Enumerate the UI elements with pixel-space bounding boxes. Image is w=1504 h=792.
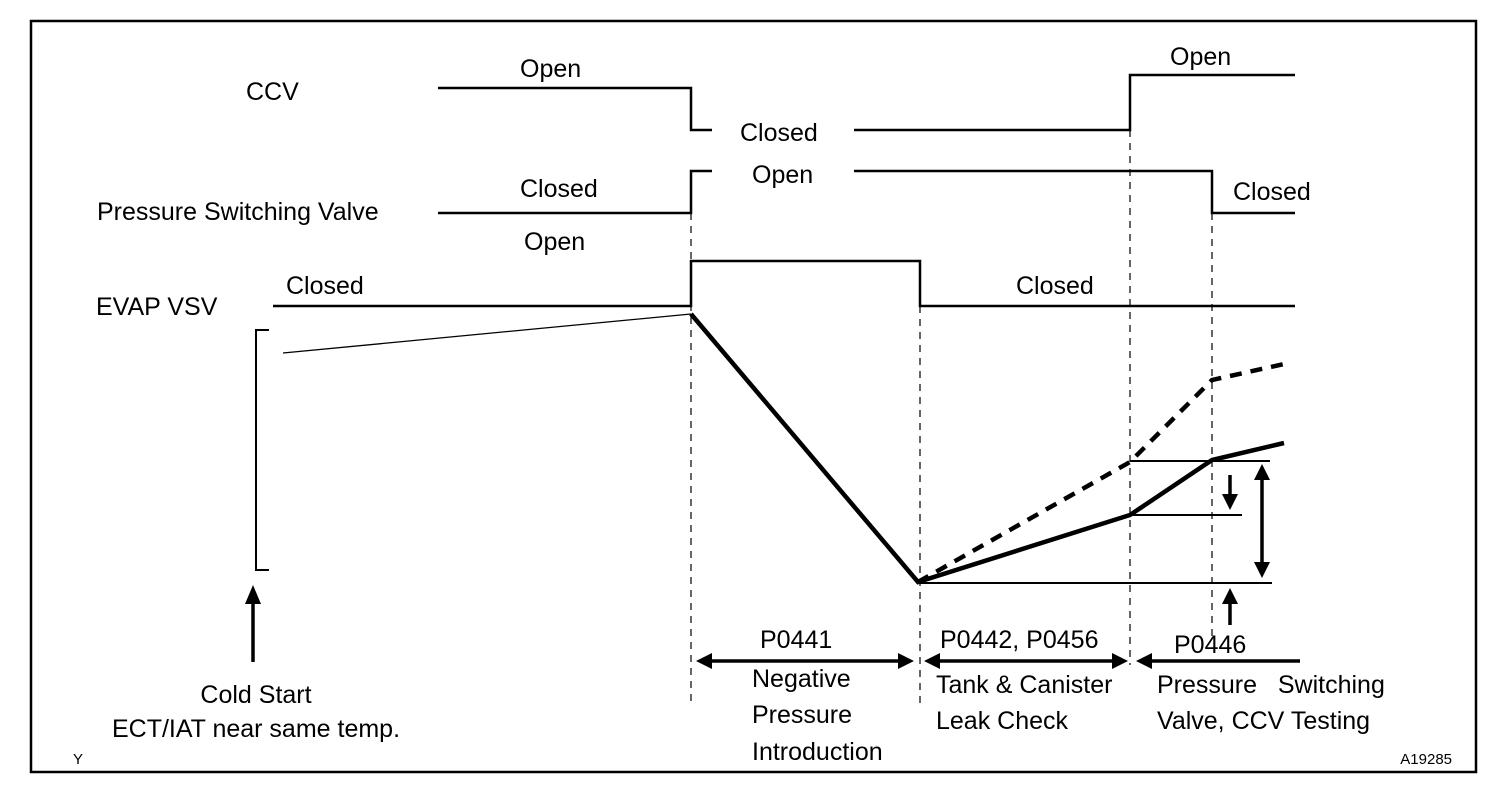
small-up-arrow bbox=[1222, 588, 1238, 625]
phase-p0441-line3: Introduction bbox=[752, 738, 883, 766]
phase-p0446-line1: Pressure Switching bbox=[1157, 671, 1385, 699]
ccv-closed-label: Closed bbox=[740, 119, 818, 147]
psv-closed-label-2: Closed bbox=[1233, 178, 1311, 206]
psv-closed-label-1: Closed bbox=[520, 175, 598, 203]
corner-mark-left: Y bbox=[73, 751, 83, 768]
psv-signal-line-2 bbox=[854, 169, 1295, 215]
pressure-scale-bracket bbox=[255, 329, 269, 571]
ccv-label: CCV bbox=[246, 78, 299, 106]
phase-p0442-code: P0442, P0456 bbox=[940, 626, 1098, 654]
pressure-rise-line bbox=[282, 313, 692, 354]
evap-closed-label-1: Closed bbox=[286, 272, 364, 300]
phase-p0446-code: P0446 bbox=[1174, 631, 1246, 659]
phase-p0441-line2: Pressure bbox=[752, 701, 852, 729]
double-headed-arrow bbox=[1254, 464, 1270, 578]
ccv-signal-line-2 bbox=[854, 73, 1295, 132]
psv-signal-line-1 bbox=[438, 169, 712, 215]
cold-start-label: Cold Start bbox=[200, 681, 311, 709]
evap-closed-label-2: Closed bbox=[1016, 272, 1094, 300]
evap-vsv-signal-line bbox=[273, 259, 1295, 308]
psv-open-label: Open bbox=[752, 161, 813, 189]
evap-open-label: Open bbox=[524, 228, 585, 256]
diagram-frame bbox=[29, 19, 1478, 774]
cold-start-condition-label: ECT/IAT near same temp. bbox=[112, 715, 400, 743]
ccv-open-label-1: Open bbox=[520, 55, 581, 83]
evap-vsv-label: EVAP VSV bbox=[96, 293, 218, 321]
psv-label: Pressure Switching Valve bbox=[97, 198, 379, 226]
phase-p0442-line1: Tank & Canister bbox=[936, 671, 1112, 699]
phase-p0446-arrow bbox=[1136, 653, 1300, 669]
phase-p0442-arrow bbox=[924, 653, 1128, 669]
ccv-open-label-2: Open bbox=[1170, 43, 1231, 71]
figure-id: A19285 bbox=[1400, 751, 1452, 768]
phase-p0441-line1: Negative bbox=[752, 665, 851, 693]
pressure-curve-dashed bbox=[916, 361, 1285, 584]
phase-p0441-arrow bbox=[696, 653, 914, 669]
phase-p0442-line2: Leak Check bbox=[936, 707, 1069, 735]
pressure-curve-solid bbox=[689, 312, 1285, 585]
phase-p0441-code: P0441 bbox=[760, 626, 832, 654]
ccv-signal-line-1 bbox=[438, 86, 712, 132]
cold-start-arrow bbox=[245, 585, 261, 662]
phase-p0446-line2: Valve, CCV Testing bbox=[1157, 707, 1370, 735]
small-down-arrow bbox=[1222, 475, 1238, 510]
